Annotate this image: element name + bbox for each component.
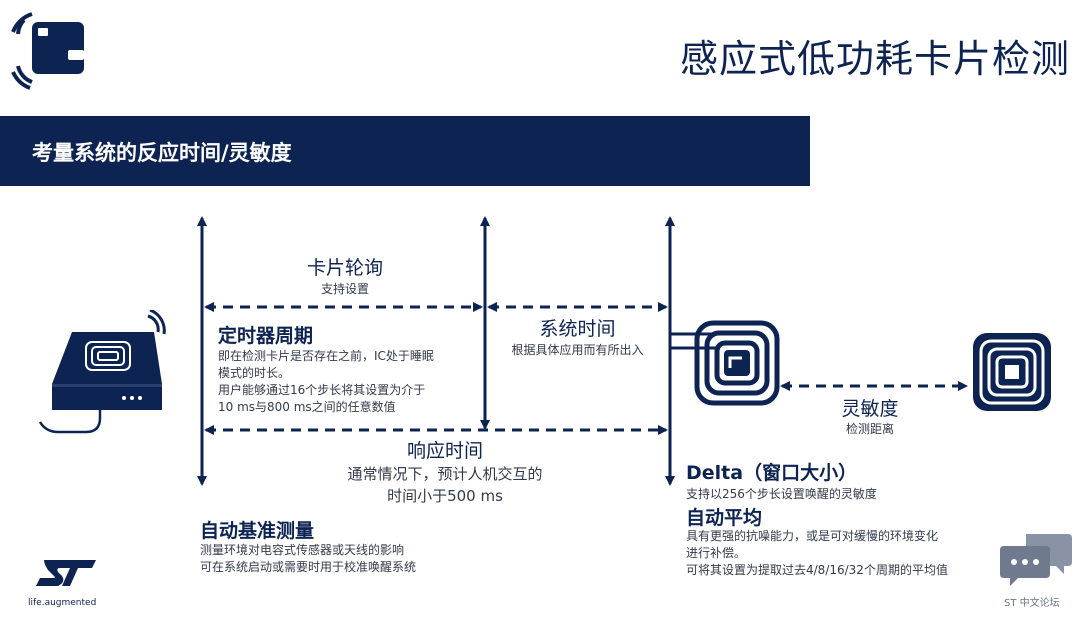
response-time-title: 响应时间 xyxy=(406,440,483,462)
auto-average-title: 自动平均 xyxy=(686,507,763,529)
auto-average-desc: 具有更强的抗噪能力，或是可对缓慢的环境变化 进行补偿。 可将其设置为提取过去4/… xyxy=(686,528,986,579)
card-polling-title: 卡片轮询 xyxy=(306,257,383,279)
system-time-title: 系统时间 xyxy=(539,318,616,340)
auto-average-desc-line1: 具有更强的抗噪能力，或是可对缓慢的环境变化 xyxy=(686,529,939,543)
nfc-card-logo-icon xyxy=(11,12,84,90)
system-time-subtitle: 根据具体应用而有所出入 xyxy=(511,343,644,357)
timer-period-desc-line4: 10 ms与800 ms之间的任意数值 xyxy=(218,400,396,414)
nfc-tag-icon xyxy=(973,333,1051,411)
timer-period-desc: 即在检测卡片是否存在之前，IC处于睡眠 模式的时长。 用户能够通过16个步长将其… xyxy=(218,348,478,416)
st-tagline: life.augmented xyxy=(28,598,97,608)
response-time-line1: 通常情况下，预计人机交互的 xyxy=(347,465,543,483)
page-title: 感应式低功耗卡片检测 xyxy=(679,37,1070,81)
auto-average-desc-line3: 可将其设置为提取过去4/8/16/32个周期的平均值 xyxy=(686,563,948,577)
card-polling-subtitle: 支持设置 xyxy=(320,282,369,296)
auto-calibration-desc-line1: 测量环境对电容式传感器或天线的影响 xyxy=(200,543,405,557)
sensitivity-title: 灵敏度 xyxy=(841,398,899,420)
timer-period-title: 定时器周期 xyxy=(218,325,314,347)
response-time-desc: 通常情况下，预计人机交互的 时间小于500 ms xyxy=(300,463,590,507)
auto-average-desc-line2: 进行补偿。 xyxy=(686,546,747,560)
forum-label: ST 中文论坛 xyxy=(1004,598,1060,609)
delta-subtitle: 支持以256个步长设置唤醒的灵敏度 xyxy=(686,487,877,501)
section-banner xyxy=(0,116,810,186)
auto-calibration-desc: 测量环境对电容式传感器或天线的影响 可在系统启动或需要时用于校准唤醒系统 xyxy=(200,542,500,576)
timer-period-desc-line1: 即在检测卡片是否存在之前，IC处于睡眠 xyxy=(218,349,434,363)
timer-period-desc-line2: 模式的时长。 xyxy=(218,366,291,380)
delta-title: Delta（窗口大小） xyxy=(686,462,858,484)
auto-calibration-desc-line2: 可在系统启动或需要时用于校准唤醒系统 xyxy=(200,560,417,574)
antenna-coil-icon xyxy=(694,320,780,406)
st-logo-icon xyxy=(36,560,96,586)
sensitivity-subtitle: 检测距离 xyxy=(845,422,894,436)
card-reader-device-icon xyxy=(38,310,166,434)
auto-calibration-title: 自动基准测量 xyxy=(200,520,315,542)
chat-bubbles-icon xyxy=(1000,534,1072,586)
banner-title: 考量系统的反应时间/灵敏度 xyxy=(32,141,292,165)
response-time-line2: 时间小于500 ms xyxy=(387,487,503,505)
timer-period-desc-line3: 用户能够通过16个步长将其设置为介于 xyxy=(218,383,426,397)
